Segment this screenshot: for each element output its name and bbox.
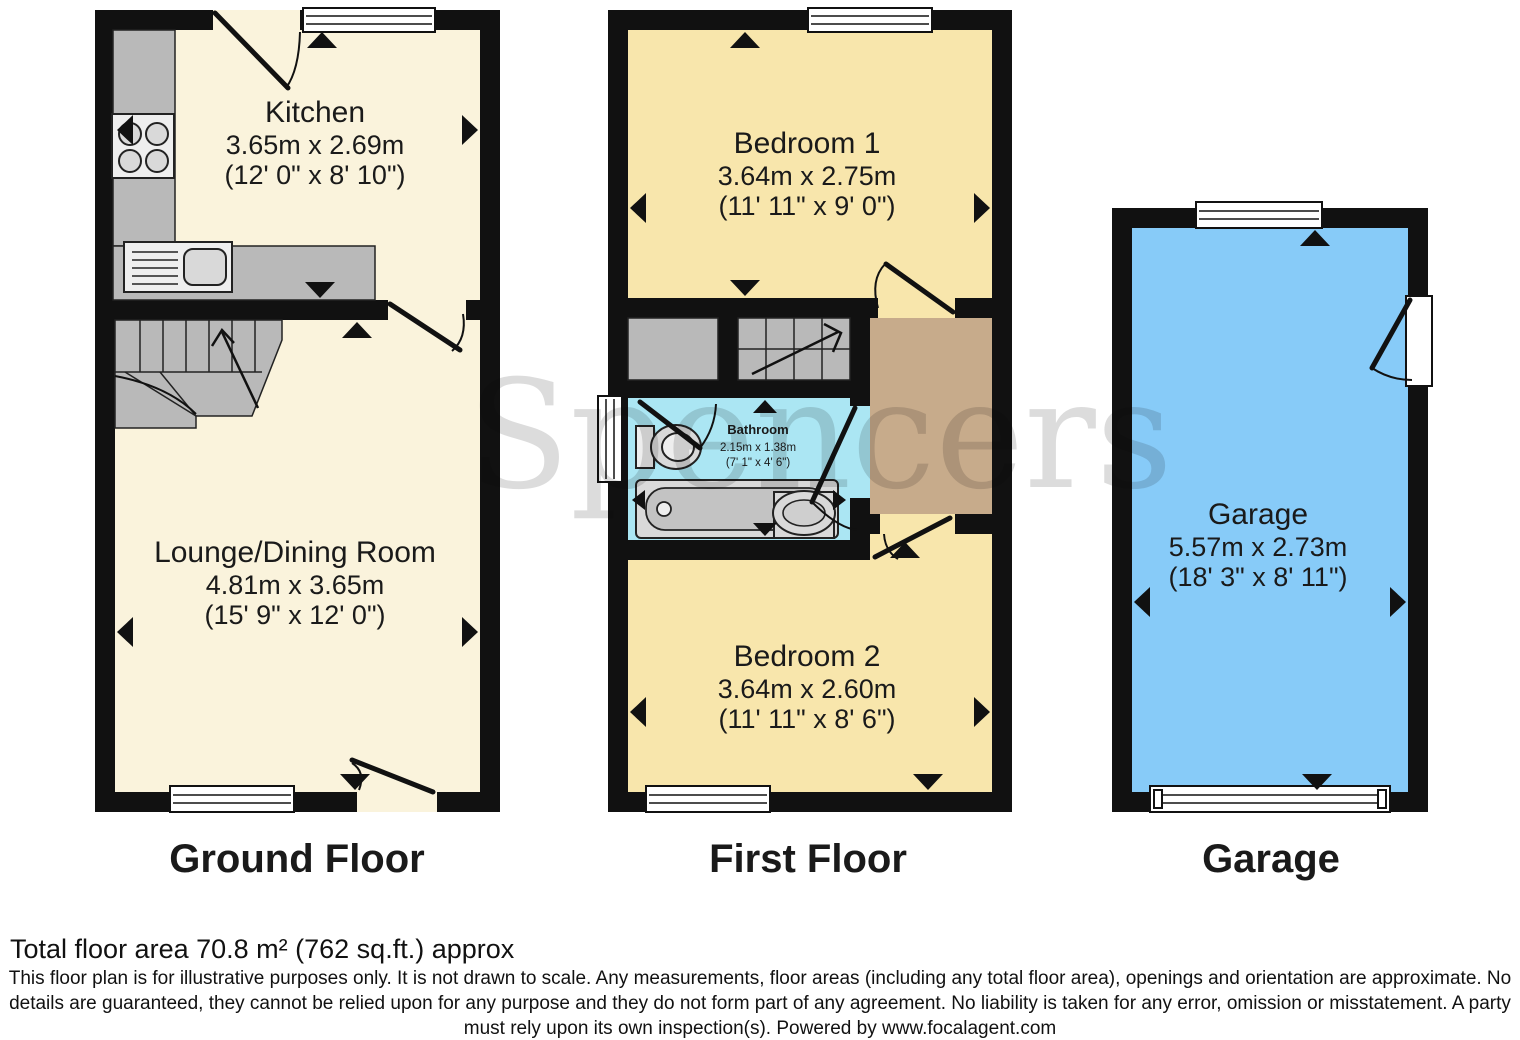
kitchen-top-door-gap	[213, 10, 300, 30]
garage-side-door	[1369, 295, 1433, 387]
bathroom-inner-door	[637, 399, 717, 451]
bathroom-imperial: (7' 1" x 4' 6")	[726, 457, 790, 469]
kitchen-label: Kitchen	[265, 96, 365, 129]
bathroom-metric: 2.15m x 1.38m	[720, 442, 796, 454]
garage-window-icon	[1195, 201, 1323, 229]
kitchen-sink-icon	[123, 241, 233, 293]
lounge-label: Lounge/Dining Room	[154, 536, 436, 569]
garage-title: Garage	[1202, 837, 1340, 881]
kitchen-top-door	[212, 10, 301, 91]
total-floor-area: Total floor area 70.8 m² (762 sq.ft.) ap…	[10, 934, 515, 964]
basin-icon	[772, 490, 836, 539]
bathroom-label: Bathroom	[727, 422, 788, 437]
garage-dimension-arrows	[1134, 230, 1406, 790]
garage-label: Garage	[1208, 498, 1308, 531]
cupboard	[627, 317, 719, 381]
kitchen-imperial: (12' 0" x 8' 10")	[224, 160, 405, 190]
bedroom2-label: Bedroom 2	[734, 640, 881, 673]
lounge-metric: 4.81m x 3.65m	[206, 570, 385, 600]
kitchen-metric: 3.65m x 2.69m	[226, 130, 405, 160]
bathroom-door-gap	[850, 406, 870, 498]
ground-floor-plan: Kitchen 3.65m x 2.69m (12' 0" x 8' 10") …	[95, 7, 500, 881]
bedroom2-metric: 3.64m x 2.60m	[718, 674, 897, 704]
kitchen-bottom-door	[387, 301, 465, 353]
lounge-imperial: (15' 9" x 12' 0")	[204, 600, 385, 630]
bathroom-landing-door	[809, 405, 858, 531]
bedroom1-metric: 3.64m x 2.75m	[718, 161, 897, 191]
garage-imperial: (18' 3" x 8' 11")	[1168, 562, 1347, 592]
kitchen-window-icon	[302, 7, 436, 33]
bedroom2-window-icon	[645, 785, 771, 813]
bedroom1-label: Bedroom 1	[734, 127, 881, 160]
stairs-first-icon	[738, 318, 850, 380]
floorplan-svg: Kitchen 3.65m x 2.69m (12' 0" x 8' 10") …	[95, 7, 1433, 881]
first-floor-plan: Bedroom 1 3.64m x 2.75m (11' 11" x 9' 0"…	[597, 7, 1012, 881]
bedroom2-room	[628, 534, 992, 792]
hob-icon	[111, 113, 175, 179]
first-floor-title: First Floor	[709, 837, 907, 881]
bedroom1-door	[874, 261, 956, 315]
lounge-door-gap	[357, 792, 437, 812]
disclaimer-text: This floor plan is for illustrative purp…	[8, 968, 1512, 1039]
ground-dimension-arrows	[117, 32, 478, 790]
bathroom-window-icon	[597, 395, 623, 483]
bedroom2-door-gap	[880, 514, 955, 534]
bedroom1-window-icon	[807, 7, 933, 33]
lounge-window-icon	[169, 785, 295, 813]
garage-plan: Garage 5.57m x 2.73m (18' 3" x 8' 11") G…	[1112, 201, 1433, 881]
watermark: Spencers	[467, 349, 1173, 523]
ground-floor-title: Ground Floor	[169, 837, 425, 881]
bedroom2-imperial: (11' 11" x 8' 6")	[718, 704, 895, 734]
bedroom1-imperial: (11' 11" x 9' 0")	[718, 191, 895, 221]
garage-metric: 5.57m x 2.73m	[1169, 532, 1348, 562]
bedroom1-room	[628, 30, 992, 298]
stairs-ground-icon	[114, 319, 283, 429]
garage-room	[1132, 228, 1408, 792]
bedroom1-door-gap	[878, 298, 955, 318]
first-dimension-arrows	[630, 32, 990, 790]
landing	[870, 318, 992, 514]
garage-door-icon	[1149, 785, 1391, 813]
